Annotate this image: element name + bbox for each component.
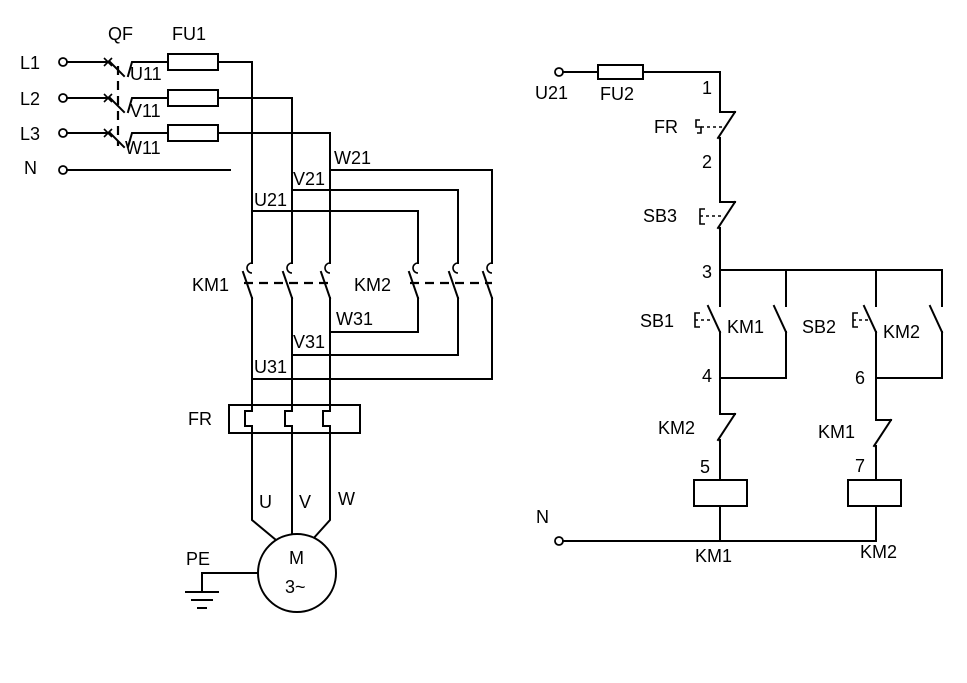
contactor-km1-label: KM1 [192,275,229,295]
motor-terminal-v: V [299,492,311,512]
motor-label: M [289,548,304,568]
interlock-km2-symbol [716,412,737,481]
wire-label-v21: V21 [293,169,325,189]
supply-terminals [58,57,231,175]
wire-label-v11: V11 [130,101,161,121]
interlock-km2-label: KM2 [658,418,695,438]
node-label-3: 3 [702,262,712,282]
interlock-km1-symbol [872,418,893,481]
wire-label-u31: U31 [254,357,287,377]
control-supply-terminal [554,67,564,77]
phase-label-l2: L2 [20,89,40,109]
fuse-fu2-label: FU2 [600,84,634,104]
wire-label-w11: W11 [125,138,161,158]
control-supply-label: U21 [535,83,568,103]
wire-label-u11: U11 [130,64,162,84]
contactor-km2-main-contacts [407,262,494,300]
power-circuit: L1 L2 L3 N QF U11 V11 W11 [20,24,494,613]
fuse-fu1-symbol [167,53,219,142]
motor-feed-wiring [251,432,331,542]
forward-button-sb1-label: SB1 [640,311,674,331]
reverse-button-sb2-label: SB2 [802,317,836,337]
node-label-5: 5 [700,457,710,477]
contactor-km2-label: KM2 [354,275,391,295]
stop-button-sb3-label: SB3 [643,206,677,226]
overload-relay-fr-label: FR [188,409,212,429]
fuse-fu1-label: FU1 [172,24,206,44]
coil-km1-label: KM1 [695,546,732,566]
stop-button-sb3-symbol [699,200,737,271]
node-label-6: 6 [855,368,865,388]
ground-pe-label: PE [186,549,210,569]
coil-km1-symbol [693,479,748,507]
breaker-qf-label: QF [108,24,133,44]
power-bus-wiring [217,61,493,264]
aux-contact-km1-label: KM1 [727,317,764,337]
reverse-branch-wiring [852,269,944,421]
wire-label-w31: W31 [336,309,373,329]
control-neutral-label: N [536,507,549,527]
interlock-km1-label: KM1 [818,422,855,442]
aux-contact-km2-label: KM2 [883,322,920,342]
ground-icon [185,572,259,609]
motor-terminal-w: W [338,489,355,509]
motor-terminal-u: U [259,492,272,512]
phase-label-l1: L1 [20,53,40,73]
contactor-output-wiring [251,297,493,406]
control-circuit: U21 FU2 1 FR 2 SB3 3 [535,64,944,566]
motor-phase-label: 3~ [285,577,306,597]
fuse-fu2-symbol [597,64,644,80]
coil-km2-label: KM2 [860,542,897,562]
node-label-7: 7 [855,456,865,476]
overload-contact-fr-symbol [695,110,737,203]
coil-km2-symbol [847,479,902,507]
node-label-1: 1 [702,78,712,98]
contactor-km1-main-contacts [241,262,332,300]
phase-label-l3: L3 [20,124,40,144]
breaker-qf-symbol [103,57,169,149]
overload-contact-fr-label: FR [654,117,678,137]
forward-branch-wiring [694,269,788,415]
wire-label-v31: V31 [293,332,325,352]
neutral-label: N [24,158,37,178]
motor-symbol [257,533,337,613]
node-label-2: 2 [702,152,712,172]
node-label-4: 4 [702,366,712,386]
wire-label-u21: U21 [254,190,287,210]
control-neutral-terminal [554,536,564,546]
wire-label-w21: W21 [334,148,371,168]
overload-relay-fr-symbol [228,404,361,434]
